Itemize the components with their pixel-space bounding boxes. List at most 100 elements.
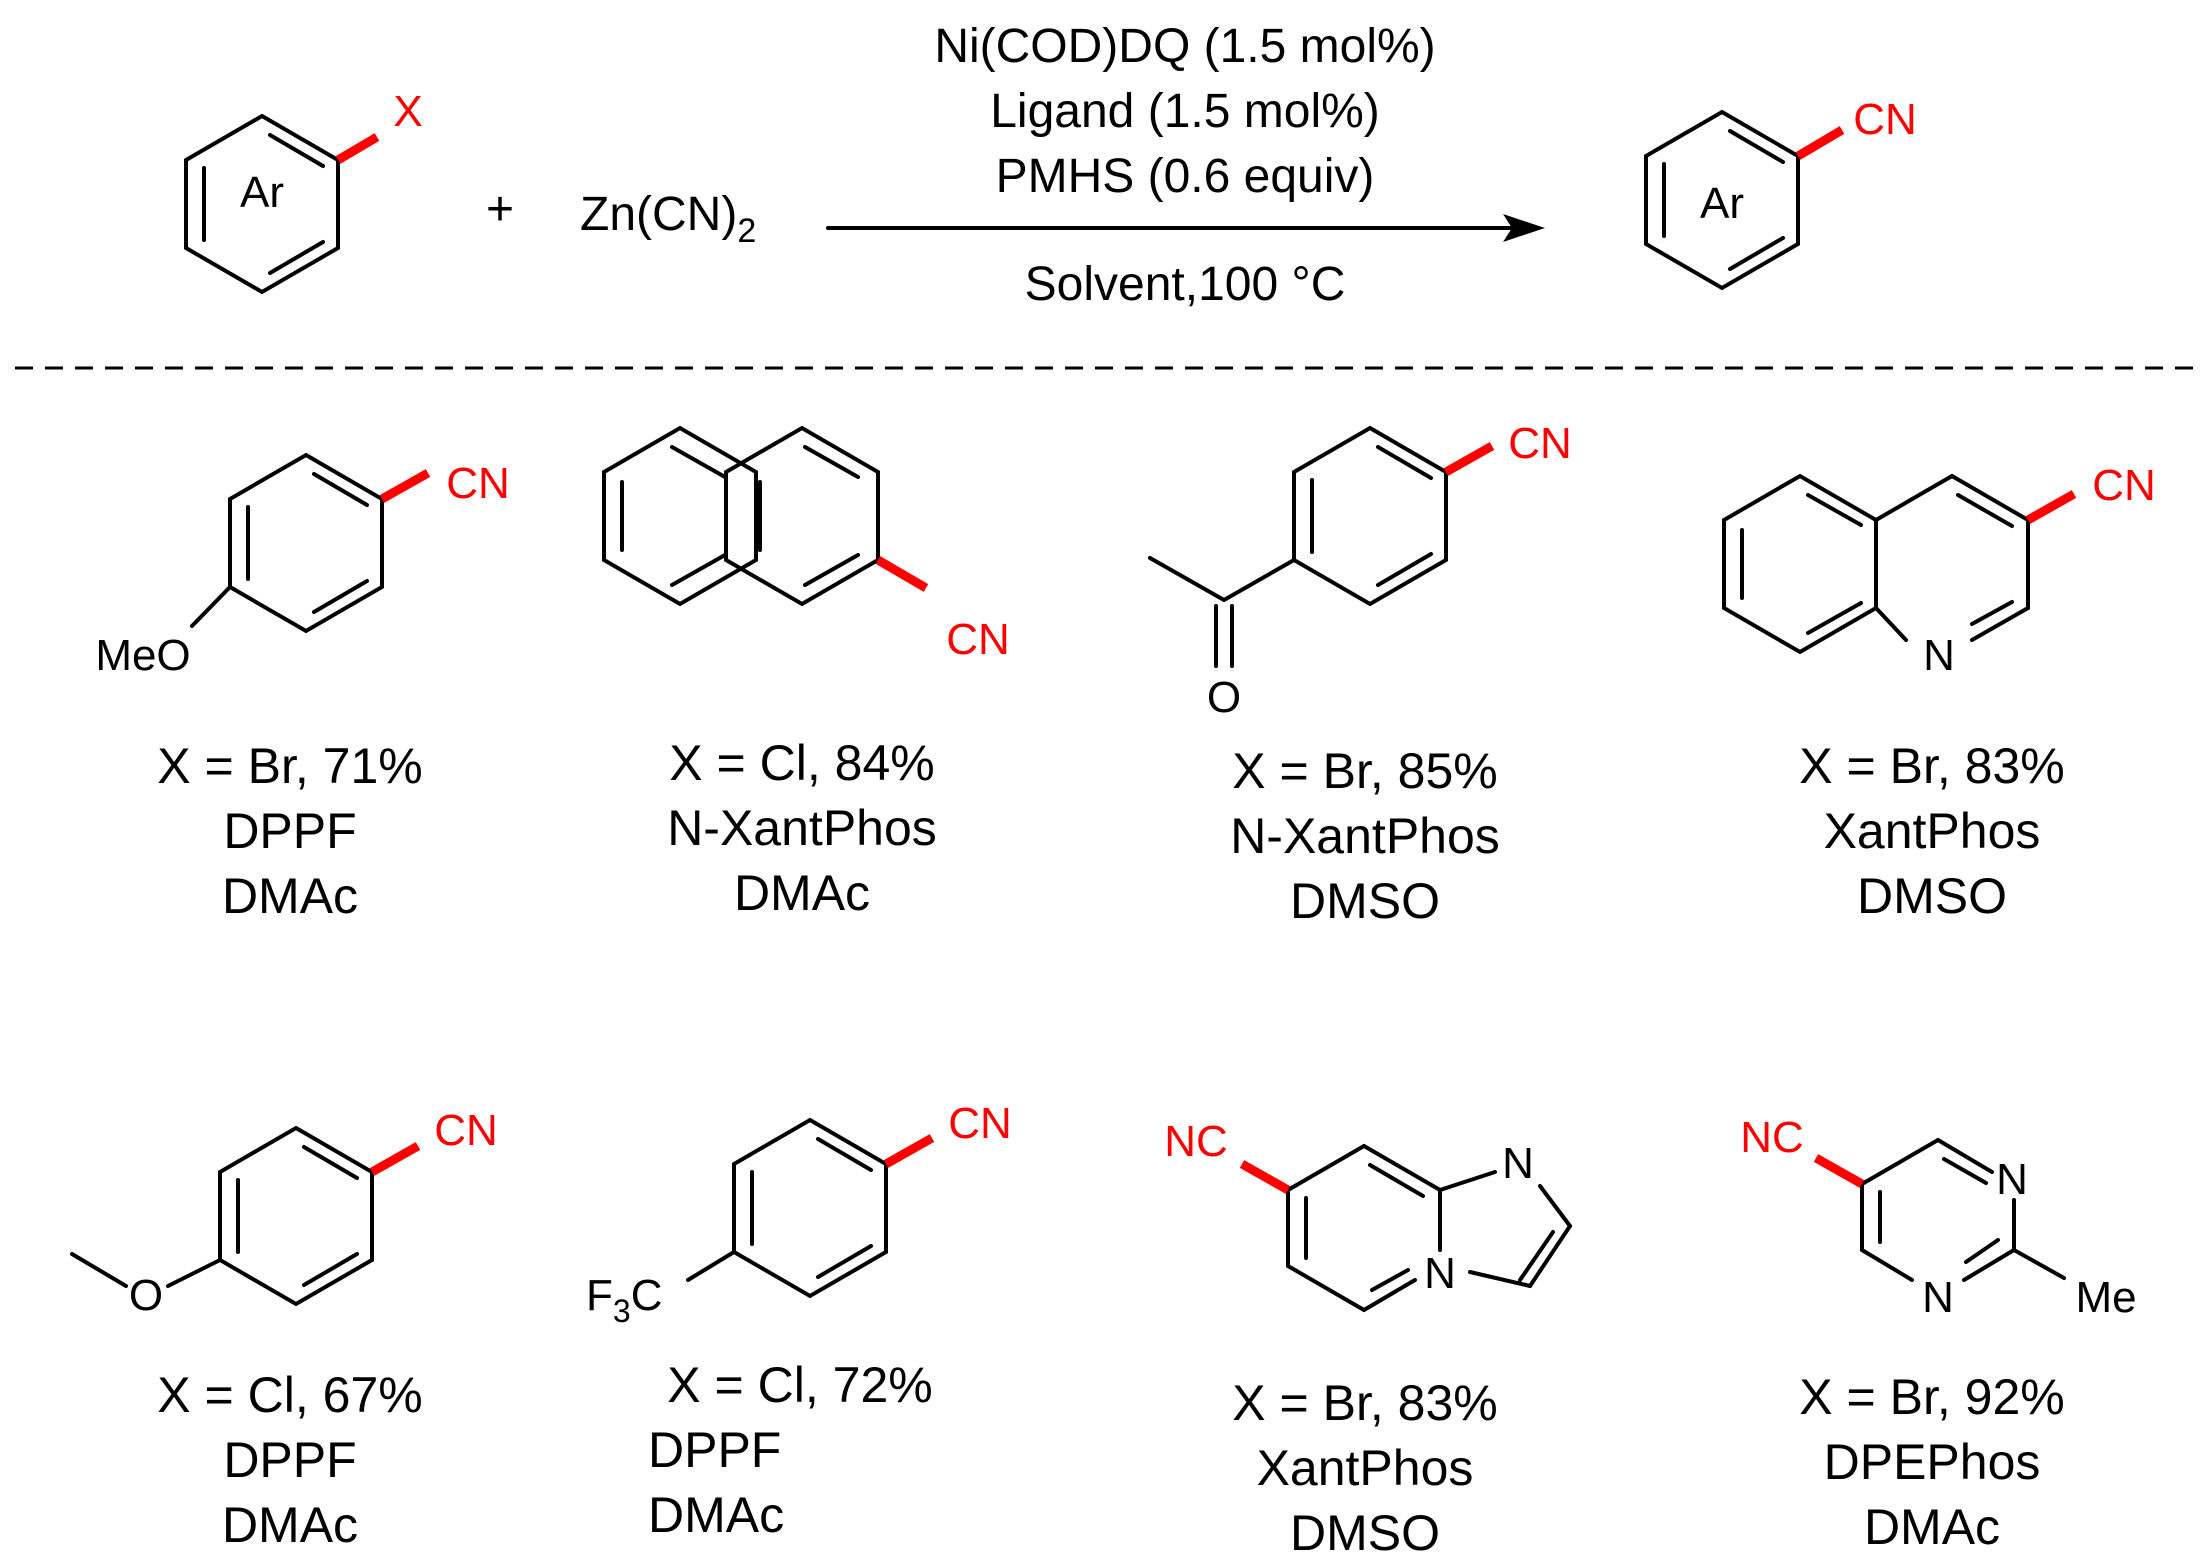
naphthalene-ring-left: [602, 425, 758, 607]
yield: 83%: [1398, 1375, 1498, 1431]
ring-bond: [1286, 1264, 1366, 1312]
ring-inner-bond: [816, 1137, 873, 1172]
plus-sign: +: [486, 183, 514, 236]
substrate-5-condition: X = Cl, 67%: [157, 1367, 422, 1423]
ring-inner-bond: [1956, 493, 2014, 528]
nitrile-label: CN: [446, 459, 510, 508]
halide: Br: [1323, 743, 1372, 799]
aryl-ring-inner-bond: [268, 240, 325, 275]
substrate-7-ligand: XantPhos: [1257, 1440, 1474, 1496]
ring-inner-bond: [1942, 1157, 1988, 1185]
red-bond: [335, 133, 380, 164]
reagent-formula: Zn(CN)2: [580, 188, 756, 250]
substrate-3-condition: X = Br, 85%: [1232, 743, 1497, 799]
reactant-aryl-halide: Ar X: [184, 87, 423, 295]
nitrile-label: CN: [948, 1099, 1012, 1148]
ring-bond: [1528, 1224, 1572, 1288]
substrate-2: CN: [602, 425, 1010, 664]
halide: Br: [1890, 738, 1939, 794]
ring-label: Ar: [240, 168, 284, 217]
ring-nitrogen-label: N: [1922, 1273, 1954, 1322]
red-bond: [883, 1134, 935, 1168]
yield: 71%: [323, 738, 423, 794]
substrate-5-ligand: DPPF: [223, 1432, 356, 1488]
substrate-5: CN O: [70, 1106, 498, 1320]
substrate-2-solvent: DMAc: [734, 865, 870, 921]
benzene-ring: [228, 452, 384, 634]
ring-inner-bond: [1376, 445, 1433, 480]
nitrile-label: CN: [434, 1106, 498, 1155]
ring-inner-bond: [1518, 1230, 1555, 1282]
carbon-label: C: [631, 1271, 663, 1320]
naphthalene-ring-right: [724, 425, 880, 607]
condition-catalyst: Ni(COD)DQ (1.5 mol%): [934, 20, 1435, 73]
quinoline-benzo-ring: [1722, 473, 1878, 655]
nitrile-label: CN: [946, 615, 1010, 664]
substrate-6-condition: X = Cl, 72%: [667, 1357, 932, 1413]
substrate-8: NC N N Me: [1740, 1113, 2136, 1322]
substrate-7-condition: X = Br, 83%: [1232, 1375, 1497, 1431]
reaction-arrow: [826, 214, 1545, 242]
ether-oxygen-label: O: [129, 1271, 163, 1320]
halide: Cl: [248, 1367, 295, 1423]
ring-bond: [1362, 1144, 1442, 1192]
nitrile-label: CN: [1508, 419, 1572, 468]
carbonyl-oxygen-label: O: [1207, 673, 1241, 722]
ring-inner-bond: [302, 1252, 359, 1287]
ring-inner-bond: [670, 553, 727, 587]
red-bond: [2025, 490, 2077, 524]
halide: Br: [248, 738, 297, 794]
substrate-3-ligand: N-XantPhos: [1230, 808, 1500, 864]
halide: Br: [1323, 1375, 1372, 1431]
ring-bond: [1936, 1138, 1994, 1174]
halide: Cl: [758, 1357, 805, 1413]
yield: 84%: [835, 735, 935, 791]
ring-bond: [1874, 606, 1908, 642]
ring-label: Ar: [1700, 179, 1744, 228]
aryl-ring-inner-bond: [1728, 236, 1785, 271]
ring-nitrogen-label: N: [1923, 631, 1955, 680]
yield: 92%: [1965, 1369, 2065, 1425]
nitrile-label: NC: [1164, 1117, 1228, 1166]
substrate-6-ligand: DPPF: [648, 1422, 781, 1478]
red-bond: [1795, 126, 1845, 160]
trifluoromethyl-bond: [686, 1250, 736, 1282]
ring-inner-bond: [670, 445, 727, 479]
ring-inner-bond: [1368, 1163, 1425, 1198]
halide: Br: [1890, 1369, 1939, 1425]
ring-bond: [1962, 1248, 2016, 1282]
yield: 67%: [323, 1367, 423, 1423]
ring-inner-bond: [803, 553, 860, 587]
ring-bond: [1362, 1278, 1417, 1312]
nitrile-group-label: CN: [1853, 95, 1917, 144]
red-bond: [1443, 442, 1495, 476]
substrate-1-condition: X = Br, 71%: [157, 738, 422, 794]
reagent-subscript: 2: [737, 212, 756, 250]
yield: 85%: [1398, 743, 1498, 799]
ring-inner-bond: [312, 472, 369, 507]
substrate-6: CN F3C: [586, 1099, 1012, 1329]
ring-bond: [1970, 606, 2030, 642]
benzene-ring: [1292, 425, 1448, 607]
methyl-bond: [70, 1252, 128, 1288]
substrate-7: NC N N: [1164, 1117, 1572, 1312]
ring-inner-bond: [816, 1244, 873, 1279]
ring-bond: [1874, 474, 1954, 522]
ring-bond: [1950, 474, 2030, 522]
ring-inner-bond: [1970, 600, 2014, 626]
substrate-3: CN O: [1148, 419, 1572, 722]
substrate-4-solvent: DMSO: [1857, 868, 2007, 924]
condition-reductant: PMHS (0.6 equiv): [996, 150, 1375, 203]
substrate-3-solvent: DMSO: [1290, 873, 1440, 929]
fluorine-label: F: [586, 1271, 613, 1320]
ring-inner-bond: [312, 579, 369, 614]
substrate-8-ligand: DPEPhos: [1824, 1434, 2041, 1490]
red-bond: [875, 556, 929, 592]
ring-inner-bond: [1370, 1268, 1410, 1292]
ring-bond: [1468, 1270, 1532, 1288]
nitrile-label: NC: [1740, 1113, 1804, 1162]
red-bond: [379, 469, 431, 503]
ring-bond: [1860, 1138, 1940, 1186]
condition-ligand: Ligand (1.5 mol%): [990, 85, 1380, 138]
bridgehead-nitrogen-label: N: [1424, 1249, 1456, 1298]
